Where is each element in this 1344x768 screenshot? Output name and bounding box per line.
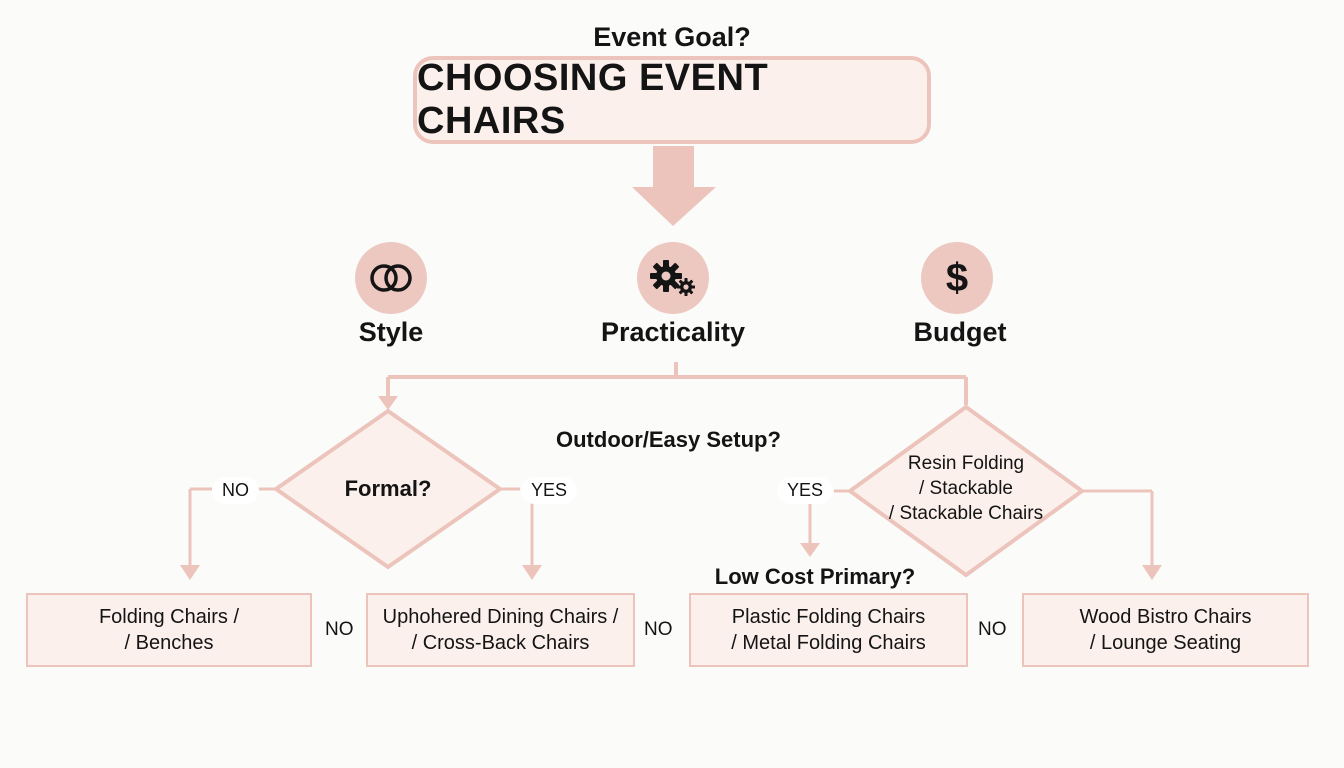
result-line: Uphohered Dining Chairs / <box>382 606 619 628</box>
category-label-style: Style <box>358 317 424 347</box>
title-box: CHOOSING EVENT CHAIRS <box>413 56 931 144</box>
formal-no-label: NO <box>212 477 259 504</box>
gears-icon <box>650 260 695 296</box>
result-line: / Lounge Seating <box>1089 632 1242 654</box>
category-label-budget: Budget <box>913 317 1007 347</box>
formal-no-arrowhead <box>180 565 200 580</box>
resin-yes-label: YES <box>777 477 834 504</box>
event-goal-question: Event Goal? <box>593 22 751 52</box>
low-cost-question: Low Cost Primary? <box>714 564 916 589</box>
formal-yes-connector <box>500 487 534 566</box>
resin-diamond-text: Resin Folding / Stackable / Stackable Ch… <box>866 451 1066 526</box>
bracket-arrow-left <box>378 396 398 410</box>
resin-yes-connector <box>808 489 850 544</box>
category-label-practicality: Practicality <box>600 317 746 347</box>
result-line: Plastic Folding Chairs <box>731 606 926 628</box>
result-dining-crossback: Uphohered Dining Chairs / / Cross-Back C… <box>366 593 635 667</box>
category-bracket <box>386 362 968 405</box>
dollar-icon: $ <box>945 256 969 300</box>
formal-diamond <box>272 408 504 570</box>
result-line: / Cross-Back Chairs <box>411 632 590 654</box>
resin-yes-arrowhead <box>800 543 820 557</box>
formal-no-connector <box>188 487 276 566</box>
formal-yes-arrowhead <box>522 565 542 580</box>
no-label-1: NO <box>325 619 354 640</box>
resin-line-1: Resin Folding <box>907 453 1025 474</box>
no-label-3: NO <box>978 619 1007 640</box>
title-text: CHOOSING EVENT CHAIRS <box>417 57 769 142</box>
resin-diamond <box>846 404 1086 578</box>
resin-line-3: / Stackable Chairs <box>888 503 1044 524</box>
formal-yes-label: YES <box>521 477 578 504</box>
result-line: Folding Chairs / <box>98 606 240 628</box>
no-label-2: NO <box>644 619 673 640</box>
outdoor-question: Outdoor/Easy Setup? <box>556 427 781 452</box>
result-line: / Benches <box>124 632 214 654</box>
resin-right-connector <box>1082 489 1154 566</box>
result-line: / Metal Folding Chairs <box>731 632 926 654</box>
main-down-arrow <box>632 146 716 226</box>
practicality-circle <box>637 242 709 314</box>
result-bistro-lounge: Wood Bistro Chairs / Lounge Seating <box>1022 593 1309 667</box>
result-plastic-metal: Plastic Folding Chairs / Metal Folding C… <box>689 593 968 667</box>
formal-diamond-text: Formal? <box>344 476 432 501</box>
result-line: Wood Bistro Chairs <box>1079 606 1252 628</box>
result-folding-benches: Folding Chairs / / Benches <box>26 593 312 667</box>
budget-circle: $ <box>921 242 993 314</box>
style-circle <box>355 242 427 314</box>
resin-line-2: / Stackable <box>919 478 1013 499</box>
rings-icon <box>370 264 412 292</box>
resin-right-arrowhead <box>1142 565 1162 580</box>
